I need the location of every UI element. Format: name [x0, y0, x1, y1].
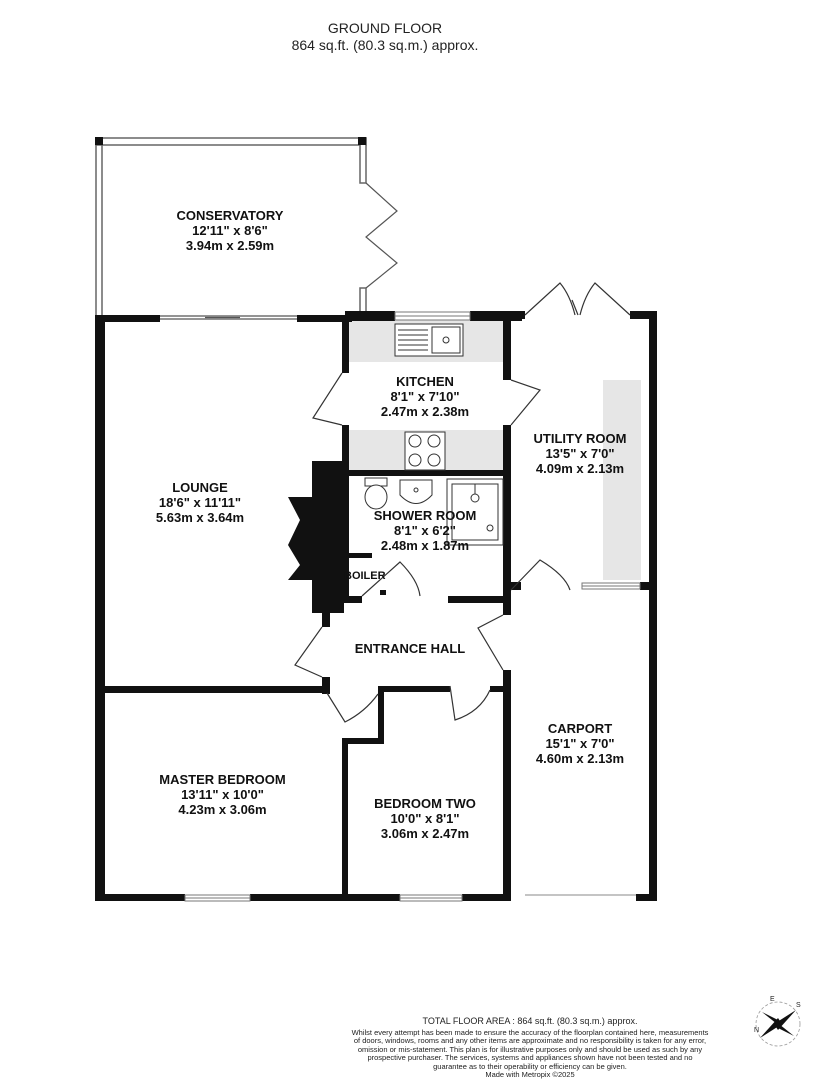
- room-name: SHOWER ROOM: [373, 508, 477, 523]
- wall-boiler-top: [342, 553, 372, 558]
- boiler-label: BOILER: [344, 570, 386, 582]
- floor-area: 864 sq.ft. (80.3 sq.m.) approx.: [291, 37, 479, 53]
- wall-hall-top-stub: [322, 605, 330, 627]
- total-floor-area: TOTAL FLOOR AREA : 864 sq.ft. (80.3 sq.m…: [422, 1016, 638, 1026]
- chimney-breast: [312, 461, 344, 613]
- conservatory-left-wall: [95, 137, 103, 317]
- made-with-credit: Made with Metropix ©2025: [485, 1070, 575, 1079]
- room-dimensions-imperial: 18'6" x 11'11": [158, 495, 242, 510]
- disclaimer-text: Whilst every attempt has been made to en…: [351, 1027, 709, 1071]
- room-dimensions-metric: 2.48m x 1.87m: [380, 538, 470, 553]
- hob-icon: [404, 431, 446, 471]
- room-dimensions-imperial: 8'1" x 6'2": [394, 523, 456, 538]
- wall-carport-corner: [636, 894, 657, 901]
- room-name: ENTRANCE HALL: [354, 641, 466, 656]
- lounge-sliding-door[interactable]: [160, 315, 297, 320]
- wall-kitchen-right-bottom: [503, 425, 511, 615]
- wall-kitchen-top-right: [470, 311, 522, 321]
- shower-tray-icon: [446, 478, 504, 546]
- room-name: KITCHEN: [396, 374, 454, 389]
- compass-s: S: [796, 1002, 801, 1009]
- room-label-kitchen: KITCHEN 8'1" x 7'10" 2.47m x 2.38m: [355, 374, 495, 419]
- wall-kitchen-left-bottom: [342, 425, 349, 600]
- wall-lounge-top-left: [95, 315, 160, 322]
- wall-outer-right: [649, 311, 657, 901]
- fireplace: [288, 497, 312, 580]
- wall-bed2-right: [503, 670, 511, 901]
- kitchen-sink-icon: [394, 323, 464, 357]
- room-label-hall: ENTRANCE HALL: [335, 641, 485, 656]
- main-walls: [95, 311, 657, 901]
- room-name: MASTER BEDROOM: [159, 772, 286, 787]
- wall-bed2-top-right: [490, 686, 508, 692]
- wall-bottom-3: [462, 894, 511, 901]
- wall-utility-bottom-right: [640, 582, 657, 590]
- room-name: CONSERVATORY: [176, 208, 284, 223]
- wall-lounge-master: [95, 686, 327, 693]
- room-label-carport: CARPORT 15'1" x 7'0" 4.60m x 2.13m: [512, 721, 648, 766]
- wall-kitchen-left-top: [342, 315, 349, 373]
- room-name: BEDROOM TWO: [374, 796, 476, 811]
- room-label-lounge: LOUNGE 18'6" x 11'11" 5.63m x 3.64m: [130, 480, 270, 525]
- wall-bottom-1: [95, 894, 185, 901]
- room-dimensions-metric: 5.63m x 3.64m: [155, 510, 245, 525]
- room-dimensions-metric: 3.94m x 2.59m: [185, 238, 275, 253]
- wall-hall-left-stub: [322, 677, 330, 694]
- room-label-bedroom-two: BEDROOM TWO 10'0" x 8'1" 3.06m x 2.47m: [355, 796, 495, 841]
- wall-utility-top-right: [630, 311, 657, 319]
- wall-kitchen-top-left: [345, 311, 395, 321]
- utility-worktop: [603, 380, 641, 580]
- windows: [184, 311, 641, 902]
- room-dimensions-metric: 2.47m x 2.38m: [380, 404, 470, 419]
- wall-bed2-top-left: [378, 686, 450, 692]
- footer-notes: TOTAL FLOOR AREA : 864 sq.ft. (80.3 sq.m…: [350, 1017, 710, 1080]
- wall-master-bed2: [342, 740, 348, 900]
- wall-utility-bottom-left: [511, 582, 521, 590]
- room-dimensions-imperial: 12'11" x 8'6": [192, 223, 268, 238]
- conservatory-corners: [95, 137, 366, 145]
- wall-kitchen-shower: [342, 470, 511, 476]
- room-dimensions-imperial: 10'0" x 8'1": [390, 811, 460, 826]
- conservatory-top-wall: [95, 137, 367, 146]
- wall-utility-top-left: [515, 311, 525, 319]
- wall-outer-left: [95, 315, 105, 901]
- conservatory-bifold-door[interactable]: [365, 182, 398, 289]
- floor-title: GROUND FLOOR: [327, 20, 443, 36]
- room-dimensions-imperial: 13'5" x 7'0": [545, 446, 615, 461]
- room-dimensions-imperial: 8'1" x 7'10": [390, 389, 460, 404]
- boiler-icon: [380, 590, 386, 595]
- room-name: LOUNGE: [172, 480, 228, 495]
- fireplace-hearth: [288, 497, 312, 580]
- wall-bed2-left: [378, 686, 384, 744]
- basin-icon: [399, 479, 433, 504]
- room-dimensions-imperial: 15'1" x 7'0": [545, 736, 615, 751]
- room-dimensions-metric: 4.23m x 3.06m: [178, 802, 267, 817]
- compass-e: E: [770, 996, 775, 1003]
- room-name: UTILITY ROOM: [533, 431, 627, 446]
- wall-lounge-top-right: [297, 315, 352, 322]
- room-dimensions-metric: 4.60m x 2.13m: [535, 751, 625, 766]
- room-label-shower: SHOWER ROOM 8'1" x 6'2" 2.48m x 1.87m: [355, 508, 495, 553]
- room-label-conservatory: CONSERVATORY 12'11" x 8'6" 3.94m x 2.59m: [160, 208, 300, 253]
- utility-french-doors[interactable]: [524, 282, 631, 316]
- room-name: CARPORT: [547, 721, 613, 736]
- room-dimensions-metric: 4.09m x 2.13m: [535, 461, 625, 476]
- internal-doors[interactable]: [294, 372, 571, 723]
- wall-boiler-bottom: [342, 596, 362, 603]
- room-dimensions-metric: 3.06m x 2.47m: [380, 826, 470, 841]
- wall-shower-bottom: [448, 596, 511, 603]
- toilet-icon: [364, 477, 388, 510]
- wall-bed2-step: [342, 738, 384, 744]
- room-label-master: MASTER BEDROOM 13'11" x 10'0" 4.23m x 3.…: [135, 772, 310, 817]
- compass-n: N: [754, 1027, 759, 1034]
- compass-icon: N E S: [754, 996, 801, 1047]
- wall-bottom-2: [250, 894, 400, 901]
- room-label-utility: UTILITY ROOM 13'5" x 7'0" 4.09m x 2.13m: [512, 431, 648, 476]
- wall-kitchen-right-top: [503, 315, 511, 380]
- room-dimensions-imperial: 13'11" x 10'0": [181, 787, 264, 802]
